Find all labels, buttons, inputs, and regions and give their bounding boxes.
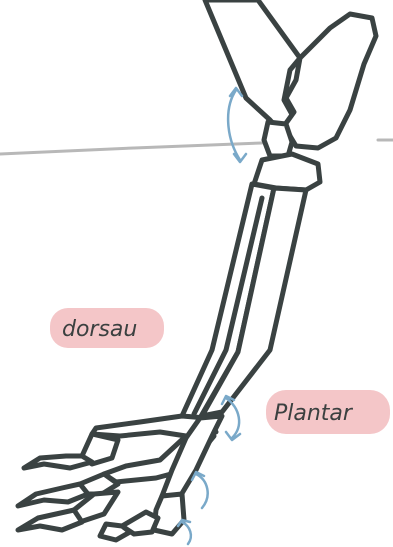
joint-bone-upper: [264, 122, 292, 156]
phalanx-4a: [154, 494, 184, 534]
rotation-arrow-toe-1: [192, 472, 208, 508]
rotation-arrow-toe-2: [178, 520, 191, 544]
claw-3: [18, 510, 82, 530]
claw-2: [18, 484, 88, 506]
ground-line: [0, 140, 393, 154]
upper-bone: [205, 0, 300, 138]
rotation-arrow-knee: [228, 88, 246, 162]
dorsal-label: dorsau: [62, 317, 137, 342]
claw-4: [100, 524, 130, 540]
tarsal-block: [284, 14, 376, 148]
claw-1: [24, 456, 92, 468]
plantar-label: Plantar: [274, 401, 354, 426]
